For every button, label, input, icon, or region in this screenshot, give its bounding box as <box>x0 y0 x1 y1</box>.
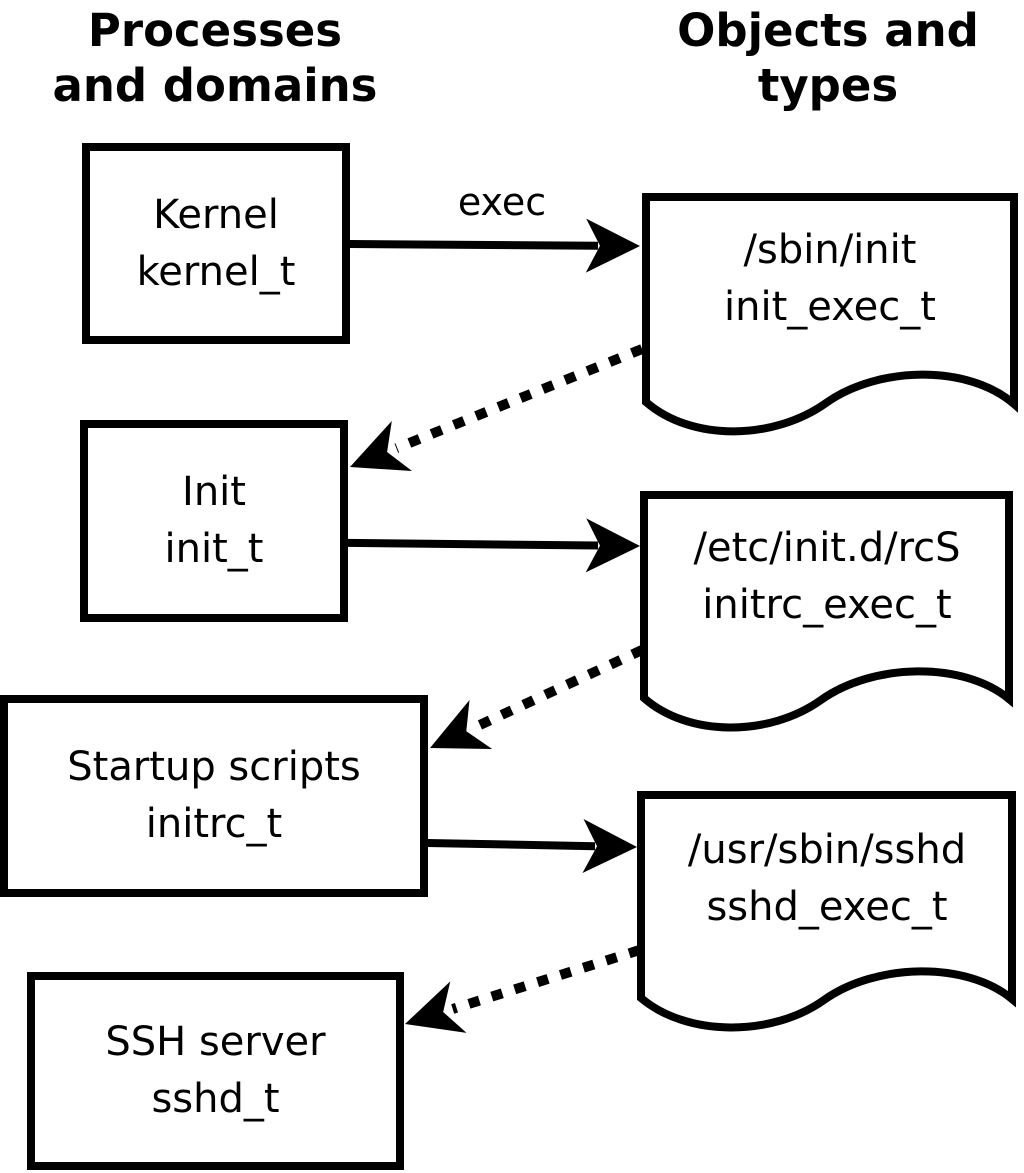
transition-arrow-rcs-to-initrc <box>430 645 645 750</box>
object-path: /usr/sbin/sshd <box>687 827 967 873</box>
column-header-processes-line2: and domains <box>52 59 378 112</box>
process-box-kernel: Kernel kernel_t <box>82 143 350 344</box>
object-path: /sbin/init <box>743 227 917 273</box>
column-header-objects: Objects and types <box>628 3 1024 113</box>
process-box-init: Init init_t <box>80 420 348 622</box>
object-label-usr-sbin-sshd: /usr/sbin/sshd sshd_exec_t <box>645 822 1009 936</box>
transition-arrow-sshd-exec-to-sshd <box>405 945 642 1033</box>
process-name: Init <box>182 469 246 515</box>
process-box-startup-scripts: Startup scripts initrc_t <box>0 695 428 897</box>
column-header-objects-line1: Objects and <box>677 4 979 57</box>
process-box-ssh-server: SSH server sshd_t <box>27 972 404 1170</box>
process-type: kernel_t <box>136 248 296 295</box>
object-type: sshd_exec_t <box>706 884 948 930</box>
transition-arrow-sbin-init-to-init <box>350 344 644 472</box>
column-header-objects-line2: types <box>757 59 899 112</box>
object-type: init_exec_t <box>724 284 936 330</box>
column-header-processes: Processes and domains <box>10 3 420 113</box>
process-type: sshd_t <box>151 1076 280 1122</box>
exec-arrow-init-to-etc-initd-rcs <box>346 518 640 573</box>
object-label-sbin-init: /sbin/init init_exec_t <box>650 222 1010 336</box>
process-name: Kernel <box>153 191 279 238</box>
process-name: Startup scripts <box>67 744 361 790</box>
document-shape-etc-initd-rcs <box>640 491 1013 732</box>
document-shape-usr-sbin-sshd <box>637 791 1016 1032</box>
object-label-etc-initd-rcs: /etc/init.d/rcS initrc_exec_t <box>648 520 1006 634</box>
object-type: initrc_exec_t <box>702 582 952 628</box>
process-name: SSH server <box>105 1019 326 1065</box>
document-shape-sbin-init <box>642 193 1018 436</box>
column-header-processes-line1: Processes <box>87 4 343 57</box>
exec-arrow-initrc-to-usr-sbin-sshd <box>426 818 637 873</box>
process-type: init_t <box>164 526 264 572</box>
process-type: initrc_t <box>145 801 283 847</box>
exec-arrow-label: exec <box>457 180 547 224</box>
object-path: /etc/init.d/rcS <box>693 525 961 571</box>
exec-arrow-kernel-to-sbin-init <box>349 218 640 273</box>
